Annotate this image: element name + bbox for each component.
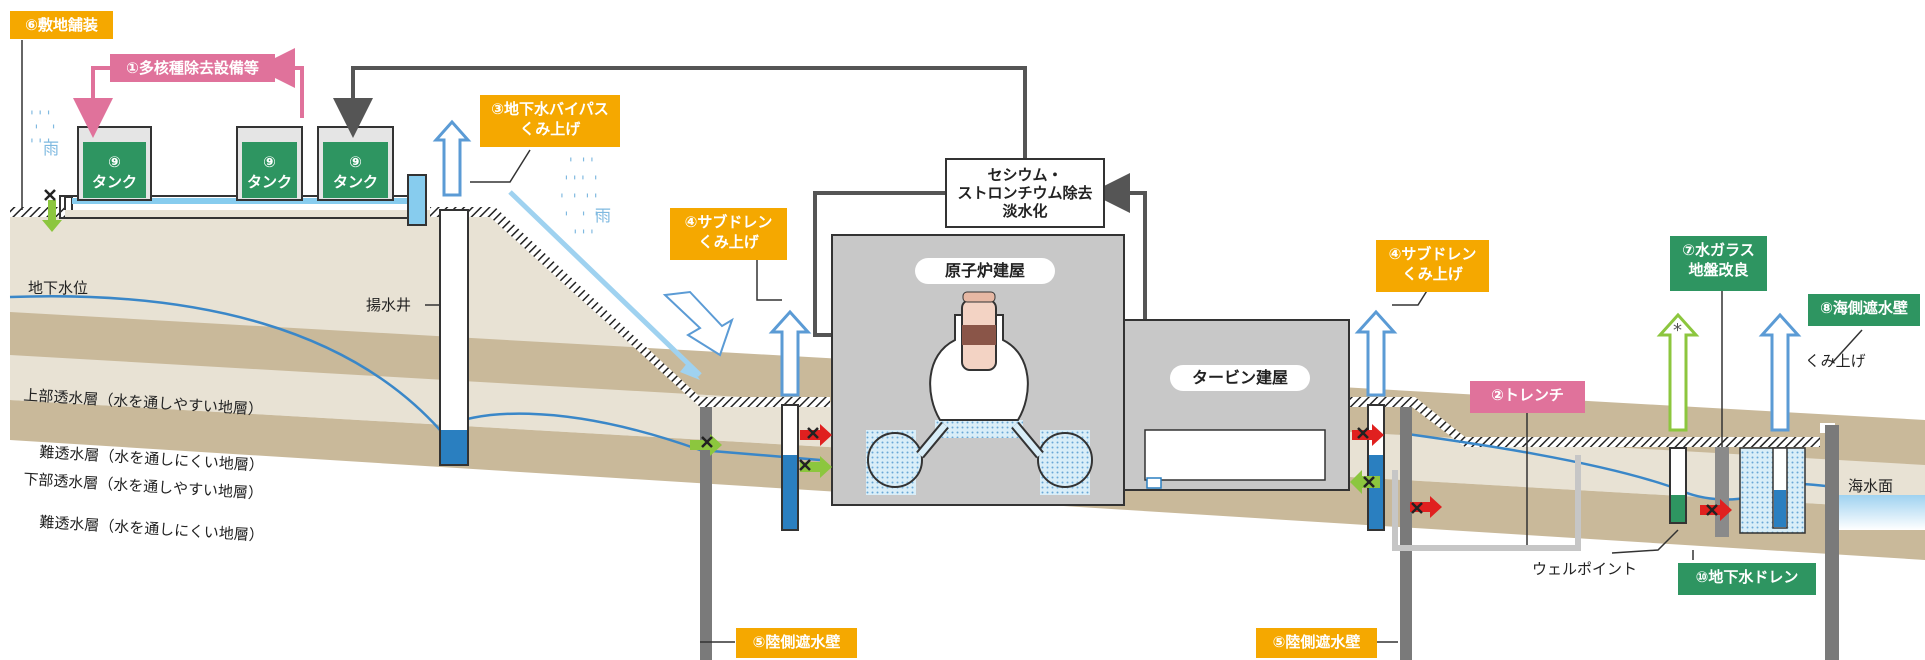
bypass-label: ③地下水バイパス くみ上げ bbox=[480, 95, 620, 147]
tank-label-1: ⑨ タンク bbox=[91, 153, 137, 191]
subdrain-wells bbox=[781, 404, 1385, 531]
sea-water bbox=[1835, 495, 1925, 530]
water-glass-up-arrow bbox=[1656, 312, 1700, 432]
water-glass-label: ⑦水ガラス 地盤改良 bbox=[1670, 236, 1767, 291]
inflow-arrow bbox=[662, 290, 734, 357]
bypass-up-arrow bbox=[432, 119, 472, 197]
sea-level-label: 海水面 bbox=[1848, 477, 1894, 495]
tank-label-2: ⑨ タンク bbox=[246, 153, 292, 191]
reactor-building-label: 原子炉建屋 bbox=[915, 258, 1055, 284]
block-markers bbox=[44, 189, 1718, 516]
pink-flow-arrows bbox=[73, 48, 304, 138]
subdrain-up-arrows bbox=[768, 309, 1398, 397]
flow-arrows-green bbox=[42, 200, 1380, 494]
rain-label-left: 雨 bbox=[43, 139, 60, 158]
flow-arrows-red bbox=[800, 424, 1732, 521]
rain-drops-left: ' ' ' ' ' ' ' ' bbox=[30, 109, 56, 153]
site-paving-label: ⑥敷地舗装 bbox=[10, 11, 113, 39]
land-wall-left-label: ⑤陸側遮水壁 bbox=[736, 628, 857, 658]
well-point-label: ウェルポイント bbox=[1532, 560, 1638, 578]
groundwater-level-label: 地下水位 bbox=[28, 279, 89, 297]
groundwater-drain-label: ⑩地下水ドレン bbox=[1678, 563, 1816, 595]
sea-wall-label: ⑧海側遮水壁 bbox=[1808, 294, 1920, 326]
rain-flow-line bbox=[508, 190, 702, 377]
land-wall-right-label: ⑤陸側遮水壁 bbox=[1256, 628, 1377, 658]
groundwater-level-line bbox=[9, 295, 821, 462]
rain-drops-right: ' ' ' ' ' ' ' ' ' ' ' ' ' ' ' ' ' bbox=[560, 156, 599, 244]
subdrain-left-label: ④サブドレン くみ上げ bbox=[670, 208, 787, 260]
subdrain-right-label: ④サブドレン くみ上げ bbox=[1376, 240, 1489, 292]
rain-label-right: 雨 bbox=[595, 206, 612, 225]
land-wall-left bbox=[700, 407, 712, 660]
tank-label-3: ⑨ タンク bbox=[332, 153, 378, 191]
pumping-well bbox=[439, 209, 469, 466]
turbine-building-label: タービン建屋 bbox=[1170, 365, 1310, 391]
pumping-well-label: 揚水井 bbox=[366, 296, 412, 314]
asterisk-label: * bbox=[1673, 320, 1682, 341]
tanks bbox=[77, 126, 394, 201]
cesium-removal-box: セシウム・ ストロンチウム除去 淡水化 bbox=[945, 158, 1105, 228]
pumping-up-label: くみ上げ bbox=[1805, 352, 1866, 370]
ground-surface bbox=[10, 207, 1835, 447]
multi-nuclide-label: ①多核種除去設備等 bbox=[110, 54, 275, 82]
trench bbox=[1392, 455, 1581, 551]
land-wall-right bbox=[1400, 407, 1412, 660]
turbine-building bbox=[1123, 319, 1350, 491]
drain-up-arrow bbox=[1758, 312, 1802, 432]
trench-label: ②トレンチ bbox=[1470, 381, 1585, 413]
